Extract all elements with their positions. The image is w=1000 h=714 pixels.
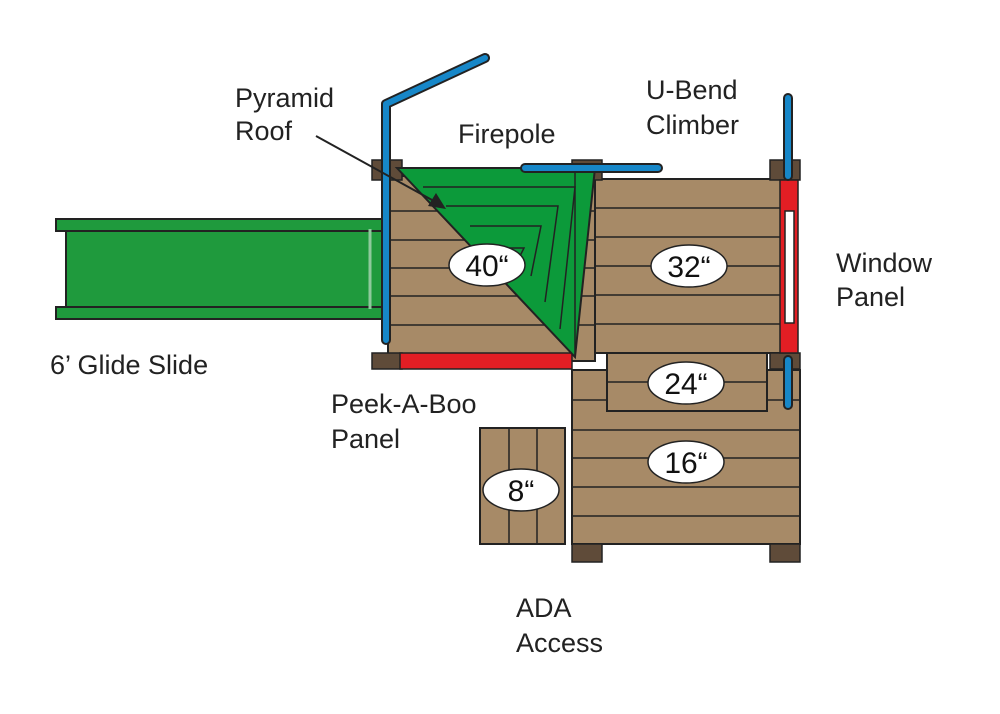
peek-a-boo-panel [399,352,573,370]
pyramid-roof-line1: Pyramid [235,83,334,113]
ada-access-line1: ADA [516,593,572,623]
pyramid-roof-leader [315,135,446,209]
glide-slide [55,218,384,320]
height-24-label: 24“ [664,368,707,401]
label-pyramid-roof: Pyramid Roof [235,83,334,146]
blue-pipes [381,53,793,410]
window-panel-line2: Panel [836,282,905,312]
window-panel [779,179,799,354]
height-marker-24: 24“ [647,361,725,405]
label-window-panel: Window Panel [836,248,933,312]
height-marker-32: 32“ [650,244,728,288]
u-bend-climber-line1: U-Bend [646,75,738,105]
window-panel-line1: Window [836,248,933,278]
height-32-label: 32“ [667,251,710,284]
label-u-bend-climber: U-Bend Climber [646,75,739,140]
label-firepole: Firepole [458,119,556,149]
firepole-pipe [381,53,490,345]
height-marker-8: 8“ [482,468,560,512]
peek-a-boo-line2: Panel [331,424,400,454]
height-marker-40: 40“ [448,243,526,287]
label-ada-access: ADA Access [516,593,603,658]
u-bend-climber-line2: Climber [646,110,739,140]
height-40-label: 40“ [465,250,508,283]
peek-a-boo-line1: Peek-A-Boo [331,389,477,419]
pyramid-roof-line2: Roof [235,116,293,146]
label-peek-a-boo-panel: Peek-A-Boo Panel [331,389,477,454]
ada-access-line2: Access [516,628,603,658]
label-glide-slide: 6’ Glide Slide [50,350,208,380]
height-8-label: 8“ [508,475,535,508]
height-16-label: 16“ [664,447,707,480]
height-marker-16: 16“ [647,440,725,484]
